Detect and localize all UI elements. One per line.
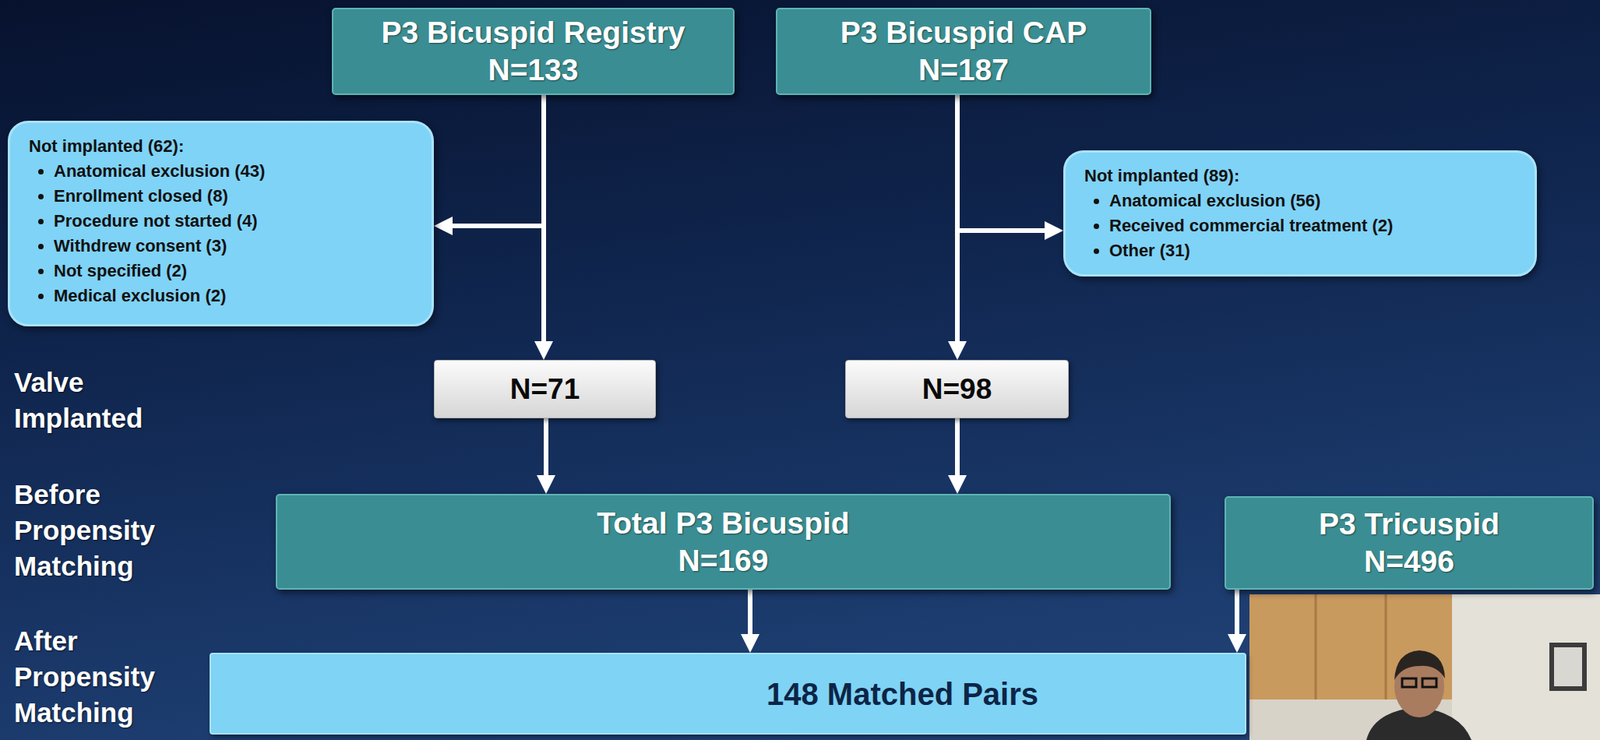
row-label: Before Propensity Matching bbox=[14, 476, 201, 585]
flow-arrow bbox=[443, 95, 544, 226]
box-title: Total P3 Bicuspid bbox=[596, 504, 850, 543]
bullet-item: Other (31) bbox=[1109, 238, 1519, 264]
bullet-list: Anatomical exclusion (43)Enrollment clos… bbox=[28, 158, 416, 309]
bullet-item: Medical exclusion (2) bbox=[53, 283, 416, 309]
box-count: N=496 bbox=[1363, 542, 1455, 581]
box-title: P3 Bicuspid CAP bbox=[840, 14, 1087, 52]
matched-box: 148 Matched Pairs bbox=[209, 652, 1247, 735]
exclusion-callout: Not implanted (62):Anatomical exclusion … bbox=[7, 120, 434, 327]
comparison-box: P3 TricuspidN=496 bbox=[1224, 496, 1594, 590]
count-box: N=71 bbox=[433, 359, 656, 419]
flow-arrow bbox=[747, 589, 753, 644]
box-count: N=169 bbox=[677, 542, 769, 580]
bullet-item: Anatomical exclusion (43) bbox=[53, 158, 416, 184]
exclusion-callout: Not implanted (89):Anatomical exclusion … bbox=[1063, 150, 1537, 277]
box-title: P3 Bicuspid Registry bbox=[380, 14, 685, 52]
row-label: Valve Implanted bbox=[14, 364, 201, 437]
callout-heading: Not implanted (62): bbox=[28, 133, 416, 159]
box-title: N=98 bbox=[922, 372, 992, 407]
callout-heading: Not implanted (89): bbox=[1084, 163, 1519, 189]
flow-arrow bbox=[955, 95, 960, 351]
flow-arrow bbox=[543, 418, 549, 485]
flow-arrow bbox=[541, 95, 547, 351]
box-count: N=133 bbox=[487, 51, 578, 89]
flow-arrow bbox=[1234, 589, 1240, 644]
box-title: P3 Tricuspid bbox=[1318, 505, 1500, 543]
box-count: N=187 bbox=[918, 51, 1009, 89]
flow-arrow bbox=[957, 95, 1054, 231]
flow-arrow bbox=[955, 418, 960, 485]
source-box: P3 Bicuspid RegistryN=133 bbox=[331, 7, 735, 96]
bullet-item: Withdrew consent (3) bbox=[53, 233, 416, 259]
source-box: P3 Bicuspid CAPN=187 bbox=[775, 7, 1152, 96]
bullet-item: Received commercial treatment (2) bbox=[1109, 213, 1519, 239]
box-title: N=71 bbox=[510, 372, 580, 407]
bullet-item: Procedure not started (4) bbox=[53, 208, 416, 234]
bullet-item: Enrollment closed (8) bbox=[53, 183, 416, 209]
bullet-item: Not specified (2) bbox=[53, 258, 416, 284]
total-box: Total P3 BicuspidN=169 bbox=[275, 493, 1171, 590]
box-title: 148 Matched Pairs bbox=[766, 675, 1039, 713]
row-label: After Propensity Matching bbox=[14, 623, 201, 731]
webcam-inset bbox=[1249, 594, 1600, 740]
count-box: N=98 bbox=[845, 359, 1069, 419]
bullet-list: Anatomical exclusion (56)Received commer… bbox=[1084, 188, 1519, 264]
bullet-item: Anatomical exclusion (56) bbox=[1109, 188, 1519, 214]
